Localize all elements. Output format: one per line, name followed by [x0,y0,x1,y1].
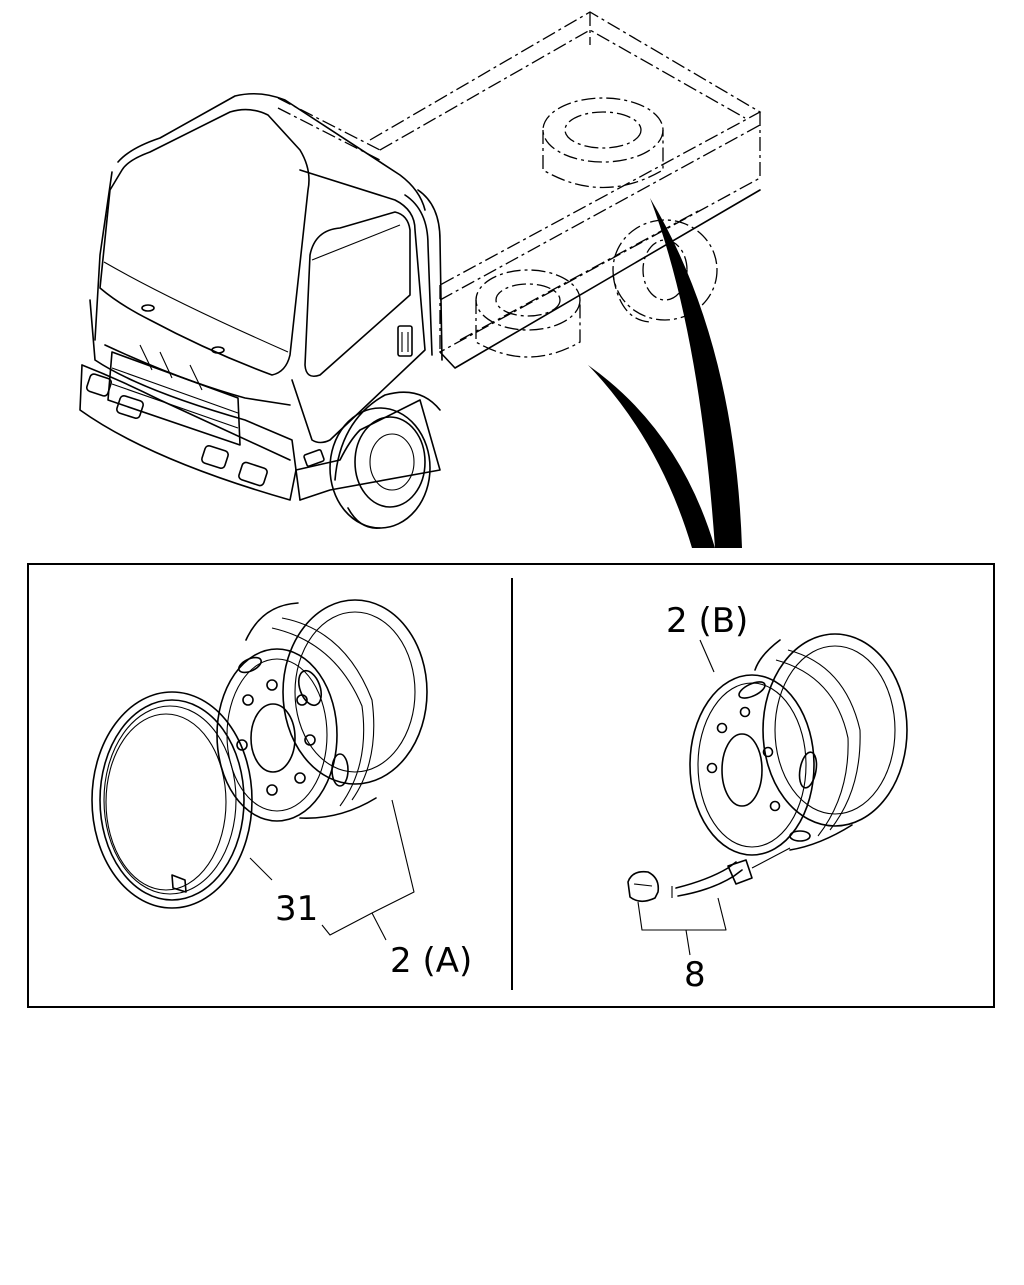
pointer-arrows [588,198,742,548]
callout-ring-31: 31 [275,889,318,929]
callout-wheel-2b: 2 (B) [666,601,748,641]
chassis-rail [439,189,761,369]
rear-wheels [475,219,718,358]
callout-valve-8: 8 [684,955,706,995]
ring-31-illustration [91,691,253,909]
cargo-bed [277,11,762,353]
detail-frame [27,563,995,1008]
truck-illustration [79,11,762,529]
truck-cab [79,92,443,501]
wheel-b-illustration [689,633,908,856]
leaders-left [249,799,415,941]
front-wheel [329,407,431,529]
callout-wheel-2a: 2 (A) [390,941,472,981]
spare-tire [542,97,664,189]
wheel-a-illustration [216,599,428,822]
valve-8-illustration [627,847,791,903]
leaders-right [637,639,727,956]
